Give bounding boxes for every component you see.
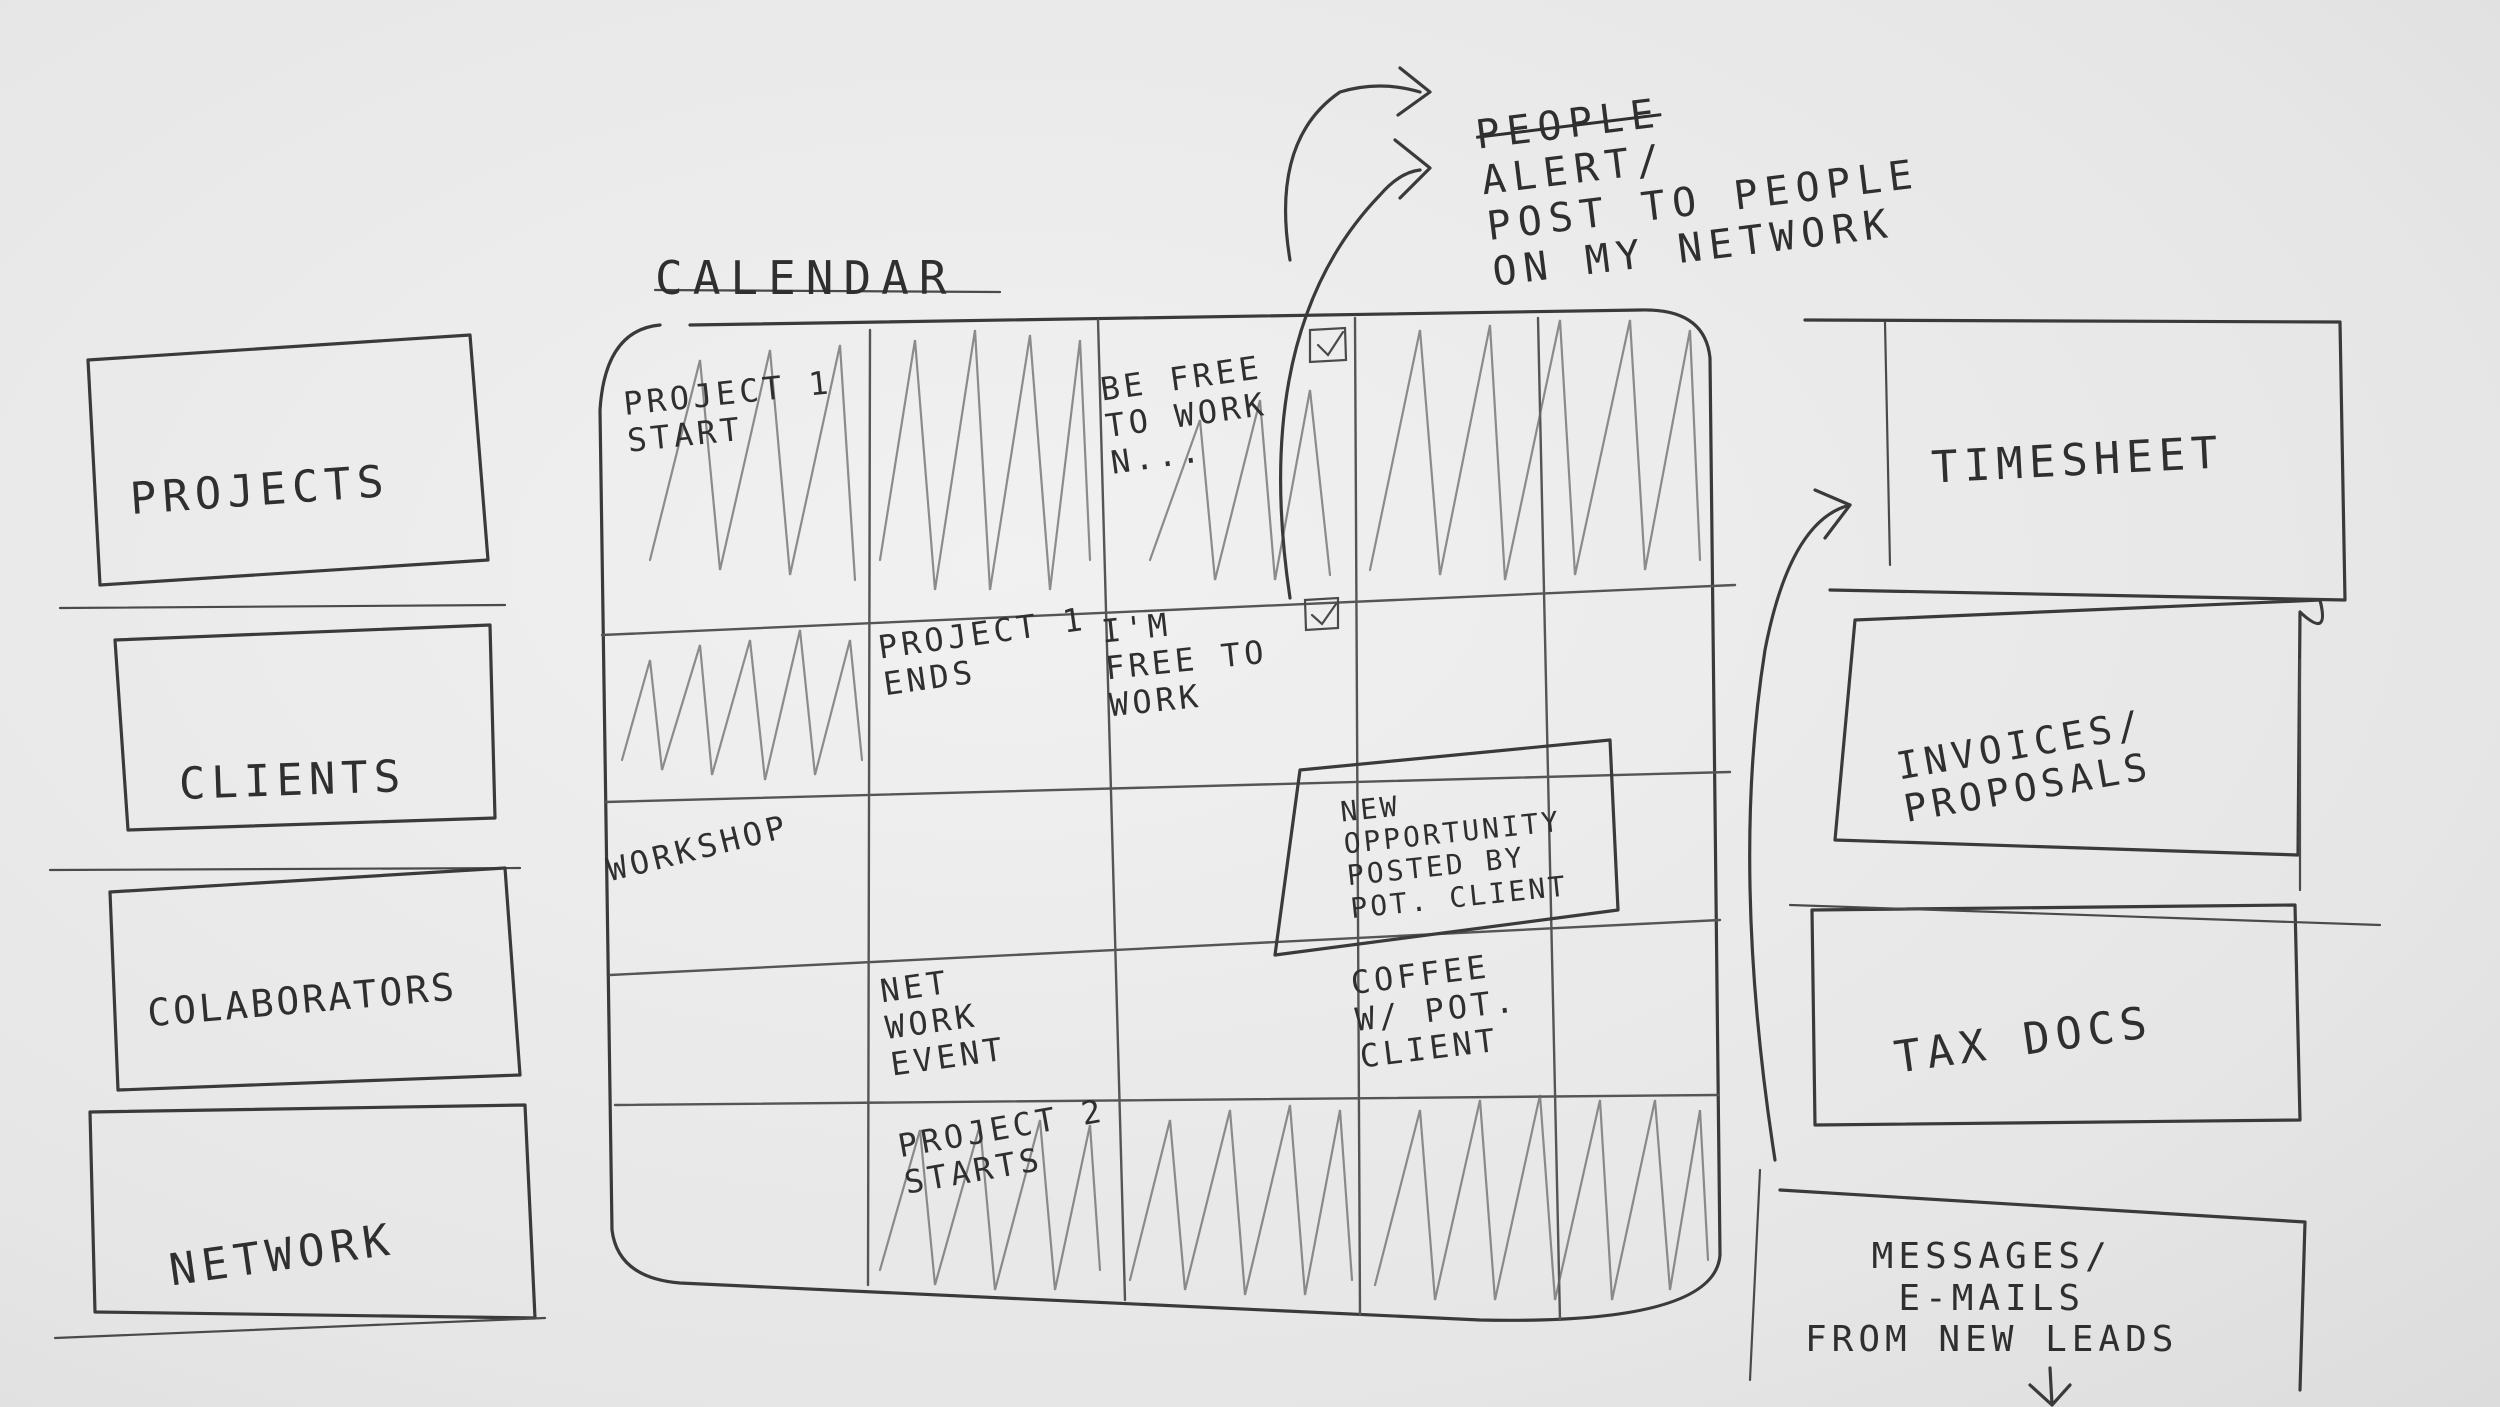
clients-box-outline <box>113 623 497 832</box>
hatch-row1-right <box>1148 319 1702 581</box>
nav-clients-label: CLIENTS <box>178 750 408 810</box>
panel-messages[interactable]: MESSAGES/ E-MAILS FROM NEW LEADS <box>1805 1195 2178 1361</box>
invoices-box-outline <box>1833 598 2325 857</box>
messages-box-outline <box>1778 1188 2307 1392</box>
arrow-to-timesheet <box>1748 503 1852 1162</box>
nav-projects[interactable]: PROJECTS <box>125 406 391 525</box>
event-available-day[interactable]: BE FREE TO WORK N... <box>1097 348 1270 482</box>
arrow-to-annotation <box>1278 168 1422 600</box>
panel-timesheet[interactable]: TIMESHEET <box>1928 377 2225 493</box>
event-network-event[interactable]: NET WORK EVENT <box>877 962 1009 1084</box>
event-coffee[interactable]: COFFEE W/ POT. CLIENT <box>1348 947 1520 1076</box>
panel-messages-label: MESSAGES/ E-MAILS FROM NEW LEADS <box>1805 1236 2179 1361</box>
colaborators-box-outline <box>108 866 522 1092</box>
hatch-row2-left <box>620 629 864 781</box>
hatch-row1-left <box>648 329 1092 591</box>
opportunity-box-outline <box>1273 738 1620 957</box>
calendar-outline <box>598 308 1722 1322</box>
calendar-title: CALENDAR <box>655 251 957 305</box>
event-free-to-work[interactable]: I'M FREE TO WORK <box>1099 605 1270 724</box>
timesheet-box-outline <box>1803 318 2347 602</box>
event-new-opportunity[interactable]: NEW OPPORTUNITY POSTED BY POT. CLIENT <box>1338 789 1570 925</box>
checkbox-top <box>1308 326 1348 364</box>
hatch-row5 <box>878 1094 1710 1301</box>
checkbox-mid <box>1303 596 1340 632</box>
arrow-down-messages <box>2028 1366 2072 1407</box>
projects-box-outline <box>86 333 490 587</box>
taxdocs-box-outline <box>1810 903 2302 1127</box>
nav-clients[interactable]: CLIENTS <box>176 701 407 810</box>
